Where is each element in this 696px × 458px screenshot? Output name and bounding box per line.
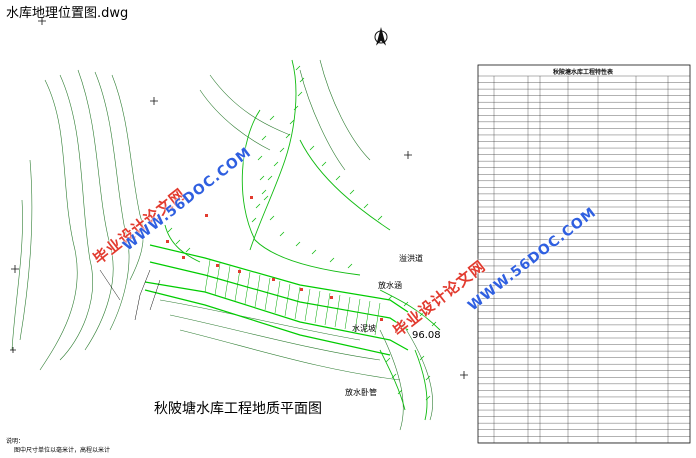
hatch-ticks [167, 65, 437, 401]
notes-heading: 说明： [6, 438, 25, 445]
label-outlet: 放水涵 [378, 281, 402, 290]
notes-line-1: 图中尺寸单位以毫米计，高程以米计 [14, 447, 111, 454]
contour-lines [11, 59, 433, 431]
characteristics-table [477, 64, 691, 444]
vegetation-zones [164, 59, 441, 421]
window-title: 水库地理位置图.dwg [6, 6, 129, 21]
north-arrow-icon [374, 27, 388, 46]
label-spillway: 溢洪道 [399, 254, 423, 263]
table-title: 秋陂塘水库工程特性表 [552, 69, 613, 76]
drawing-notes: 说明： 图中尺寸单位以毫米计，高程以米计 [6, 437, 110, 455]
dam-hatching [204, 259, 381, 336]
plan-title: 秋陂塘水库工程地质平面图 [154, 401, 322, 417]
slope-lines [99, 269, 161, 321]
label-dam-slope: 水泥坡 [352, 324, 376, 333]
label-outlet-well: 放水卧管 [345, 388, 377, 397]
red-markers [166, 196, 398, 333]
dam-body[interactable] [144, 244, 409, 356]
label-elevation: 96.08 [412, 330, 441, 341]
survey-marks [10, 17, 468, 379]
